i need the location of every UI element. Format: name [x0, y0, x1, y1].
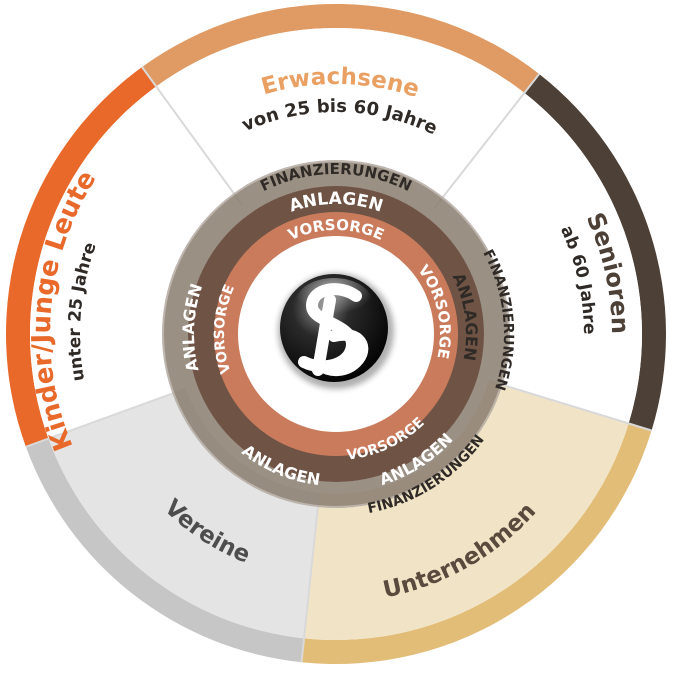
- segment-face-4: [48, 388, 320, 639]
- segment-divider-1: [141, 66, 243, 206]
- segment-faces: [29, 28, 642, 640]
- segment-rim-1: [142, 4, 540, 93]
- logo-monogram-icon: [298, 283, 369, 377]
- segment-face-0: [29, 86, 242, 439]
- segment-divider-4: [300, 493, 321, 663]
- segment-face-3: [304, 380, 629, 640]
- segment-face-1: [156, 28, 525, 208]
- outer-rim: [6, 4, 666, 664]
- segment-dividers: [25, 66, 652, 663]
- sb-logo: [278, 273, 394, 389]
- segment-rim-3: [301, 423, 652, 664]
- segment-face-2: [434, 92, 642, 424]
- segment-rim-4: [25, 438, 305, 663]
- segment-rim-0: [6, 67, 157, 447]
- segment-divider-2: [433, 73, 540, 209]
- segment-rim-2: [524, 73, 666, 431]
- segment-divider-3: [488, 379, 652, 432]
- segment-divider-0: [25, 387, 186, 448]
- ring-edge-0: [162, 160, 510, 508]
